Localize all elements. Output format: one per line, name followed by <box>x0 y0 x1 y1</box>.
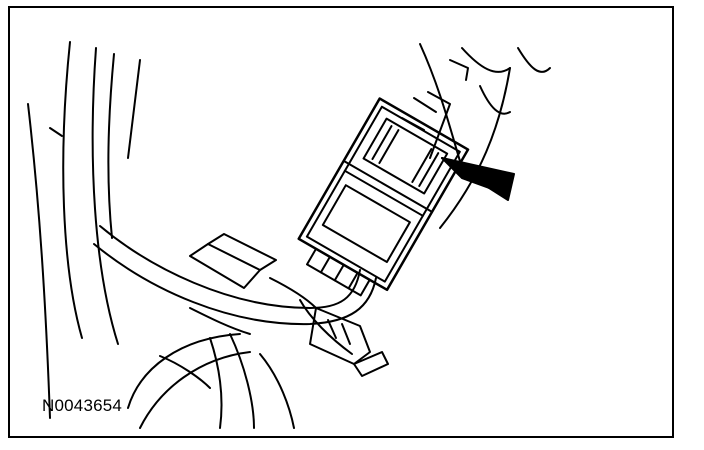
pointer-arrow <box>441 157 515 201</box>
upper-trim <box>401 43 551 229</box>
connector-illustration <box>27 41 551 429</box>
harness-loop <box>93 225 377 326</box>
figure-id-label: N0043654 <box>42 396 123 415</box>
left-panel-lines <box>27 41 141 419</box>
figure-frame: N0043654 <box>8 6 674 438</box>
lower-bracket <box>189 233 389 377</box>
lower-assembly <box>127 307 295 429</box>
connector-body <box>297 97 470 297</box>
